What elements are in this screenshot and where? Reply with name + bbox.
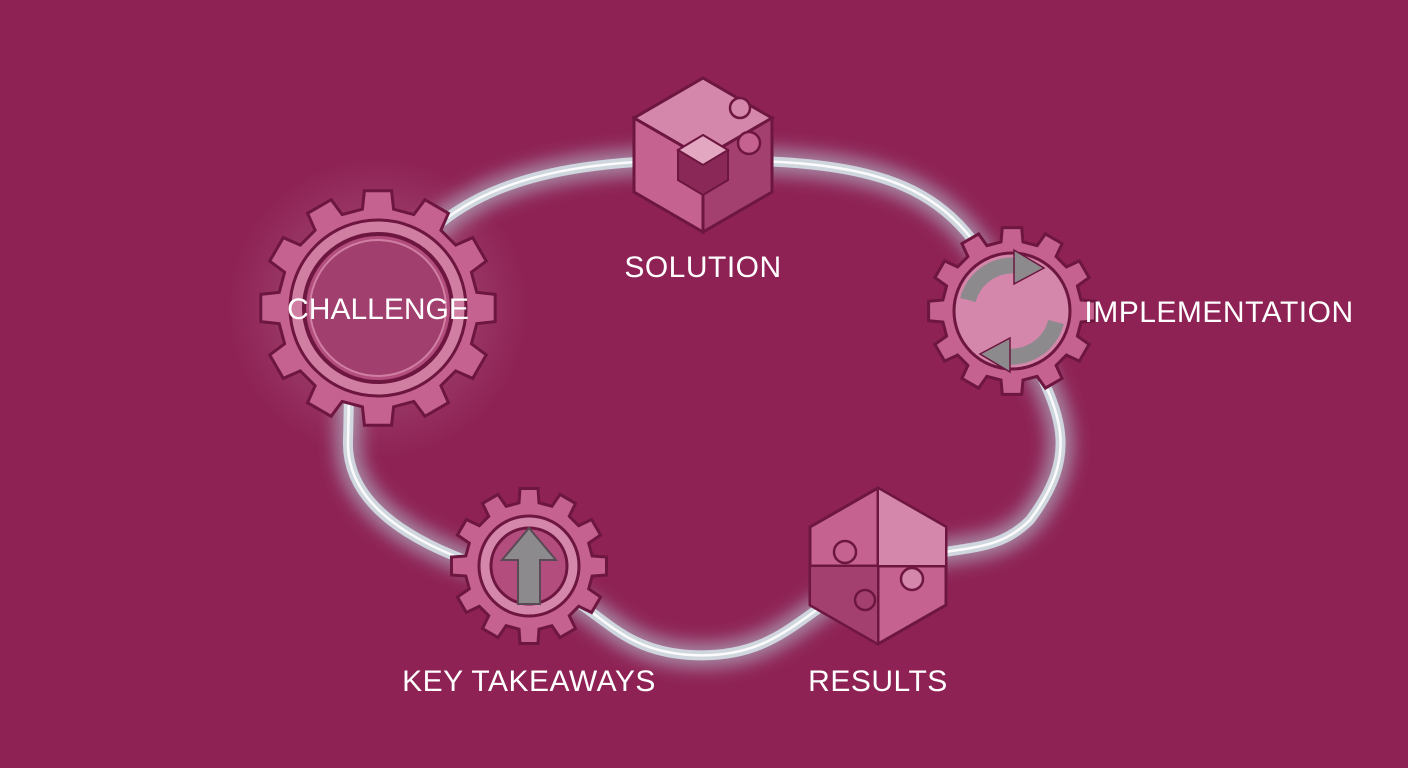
stage-results: RESULTS [808,486,948,698]
refresh-cycle-gear-icon [927,226,1097,396]
challenge-label: CHALLENGE [287,293,469,326]
implementation-label: IMPLEMENTATION [1084,296,1353,329]
stage-implementation: IMPLEMENTATION [927,226,1353,396]
stage-solution: SOLUTION [624,76,781,284]
results-label: RESULTS [808,665,948,698]
arrow-up-gear-icon [450,487,608,645]
puzzle-hexagon-icon [808,486,948,646]
stage-challenge: CHALLENGE [228,158,528,458]
gear-icon [259,189,497,427]
stage-key-takeaways: KEY TAKEAWAYS [402,487,656,698]
puzzle-cube-icon [631,76,775,235]
solution-label: SOLUTION [624,251,781,284]
takeaways-label: KEY TAKEAWAYS [402,665,656,698]
